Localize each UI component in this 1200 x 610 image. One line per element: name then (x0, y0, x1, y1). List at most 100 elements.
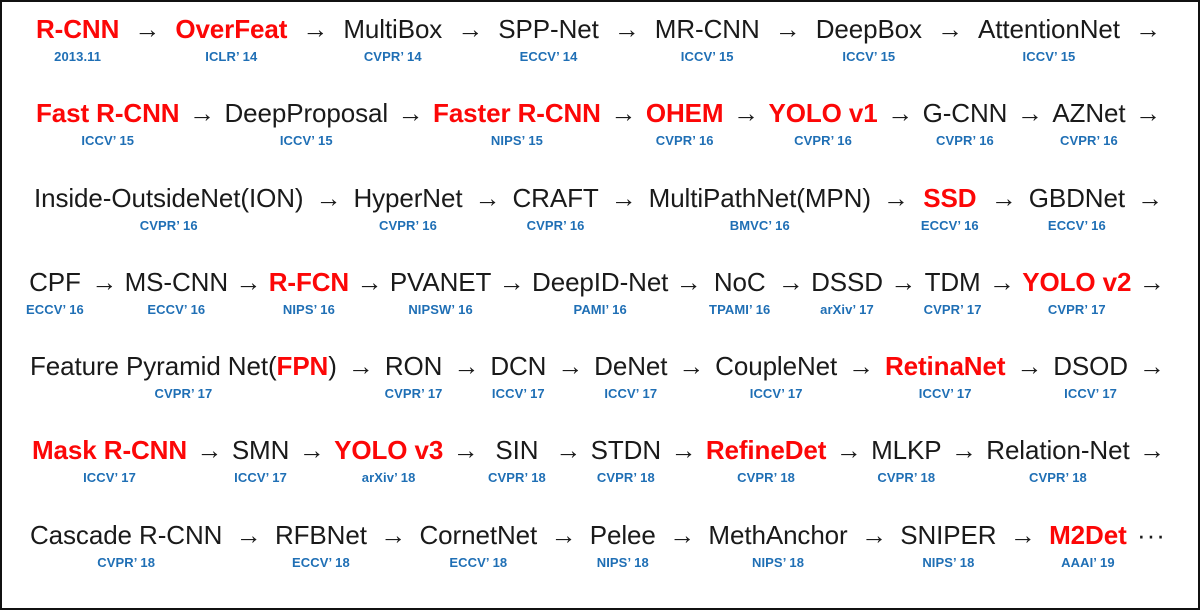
model-name: DSSD (811, 266, 883, 297)
model-name: YOLO v3 (334, 435, 444, 466)
arrow-icon: → (669, 519, 696, 550)
model-venue: ECCV’ 16 (920, 217, 979, 233)
model-venue: ICCV’ 17 (83, 470, 136, 486)
model-name: OverFeat (175, 14, 288, 44)
model-name: MethAnchor (708, 519, 848, 550)
arrow-icon: → (1134, 14, 1161, 44)
model-venue: ICCV’ 15 (279, 133, 333, 149)
model-node[interactable]: YOLO v3 arXiv’ 18 (334, 433, 443, 488)
model-name: CornetNet (419, 519, 538, 550)
arrow-icon: → (356, 266, 383, 297)
model-name: CoupleNet (715, 351, 838, 382)
arrow-icon: → (347, 351, 374, 382)
model-venue: NIPSW’ 16 (408, 301, 473, 317)
model-node[interactable]: PVANET NIPSW’ 16 (390, 265, 492, 320)
arrow-icon: → (235, 519, 262, 550)
model-venue: 2013.11 (54, 49, 102, 64)
model-name: PVANET (389, 266, 492, 297)
model-name: Faster R-CNN (433, 98, 601, 129)
arrow-icon: → (675, 266, 702, 297)
arrow-icon: → (452, 435, 479, 466)
model-name: M2Det (1049, 519, 1127, 550)
model-node[interactable]: MultiPathNet(MPN)BMVC’ 16 (649, 181, 871, 236)
model-node[interactable]: Inside-OutsideNet(ION)CVPR’ 16 (34, 181, 304, 236)
model-name: Feature Pyramid Net(FPN) (30, 351, 337, 382)
model-venue: CVPR’ 16 (936, 133, 994, 149)
arrow-icon: → (774, 14, 801, 44)
model-name: R-FCN (268, 266, 350, 297)
model-name: MS-CNN (124, 266, 228, 297)
model-name: DeepProposal (224, 98, 389, 129)
model-node[interactable]: R-FCN NIPS’ 16 (269, 265, 349, 320)
arrow-icon: → (1135, 98, 1161, 129)
model-name: SNIPER (900, 519, 997, 550)
arrow-icon: → (555, 435, 582, 466)
model-venue: CVPR’ 17 (154, 386, 213, 402)
model-venue: CVPR’ 18 (487, 470, 546, 486)
model-venue: AAAI’ 19 (1061, 554, 1115, 570)
model-venue: arXiv’ 18 (361, 470, 416, 486)
model-venue: CVPR’ 16 (655, 133, 714, 149)
model-venue: NIPS’ 16 (282, 301, 335, 317)
model-node[interactable]: Feature Pyramid Net(FPN) CVPR’ 17 (30, 349, 337, 404)
model-venue: CVPR’ 17 (923, 301, 982, 317)
arrow-icon: → (474, 182, 501, 213)
arrow-icon: → (315, 182, 342, 213)
model-name: STDN (590, 435, 662, 466)
arrow-icon: → (196, 435, 223, 466)
model-venue: CVPR’ 18 (877, 470, 936, 486)
arrow-icon: → (860, 519, 887, 550)
model-venue: ECCV’ 14 (519, 49, 578, 64)
arrow-icon: → (1016, 98, 1043, 129)
model-venue: CVPR’ 16 (379, 217, 437, 233)
arrow-icon: → (550, 519, 577, 550)
model-venue: CVPR’ 16 (139, 217, 198, 233)
